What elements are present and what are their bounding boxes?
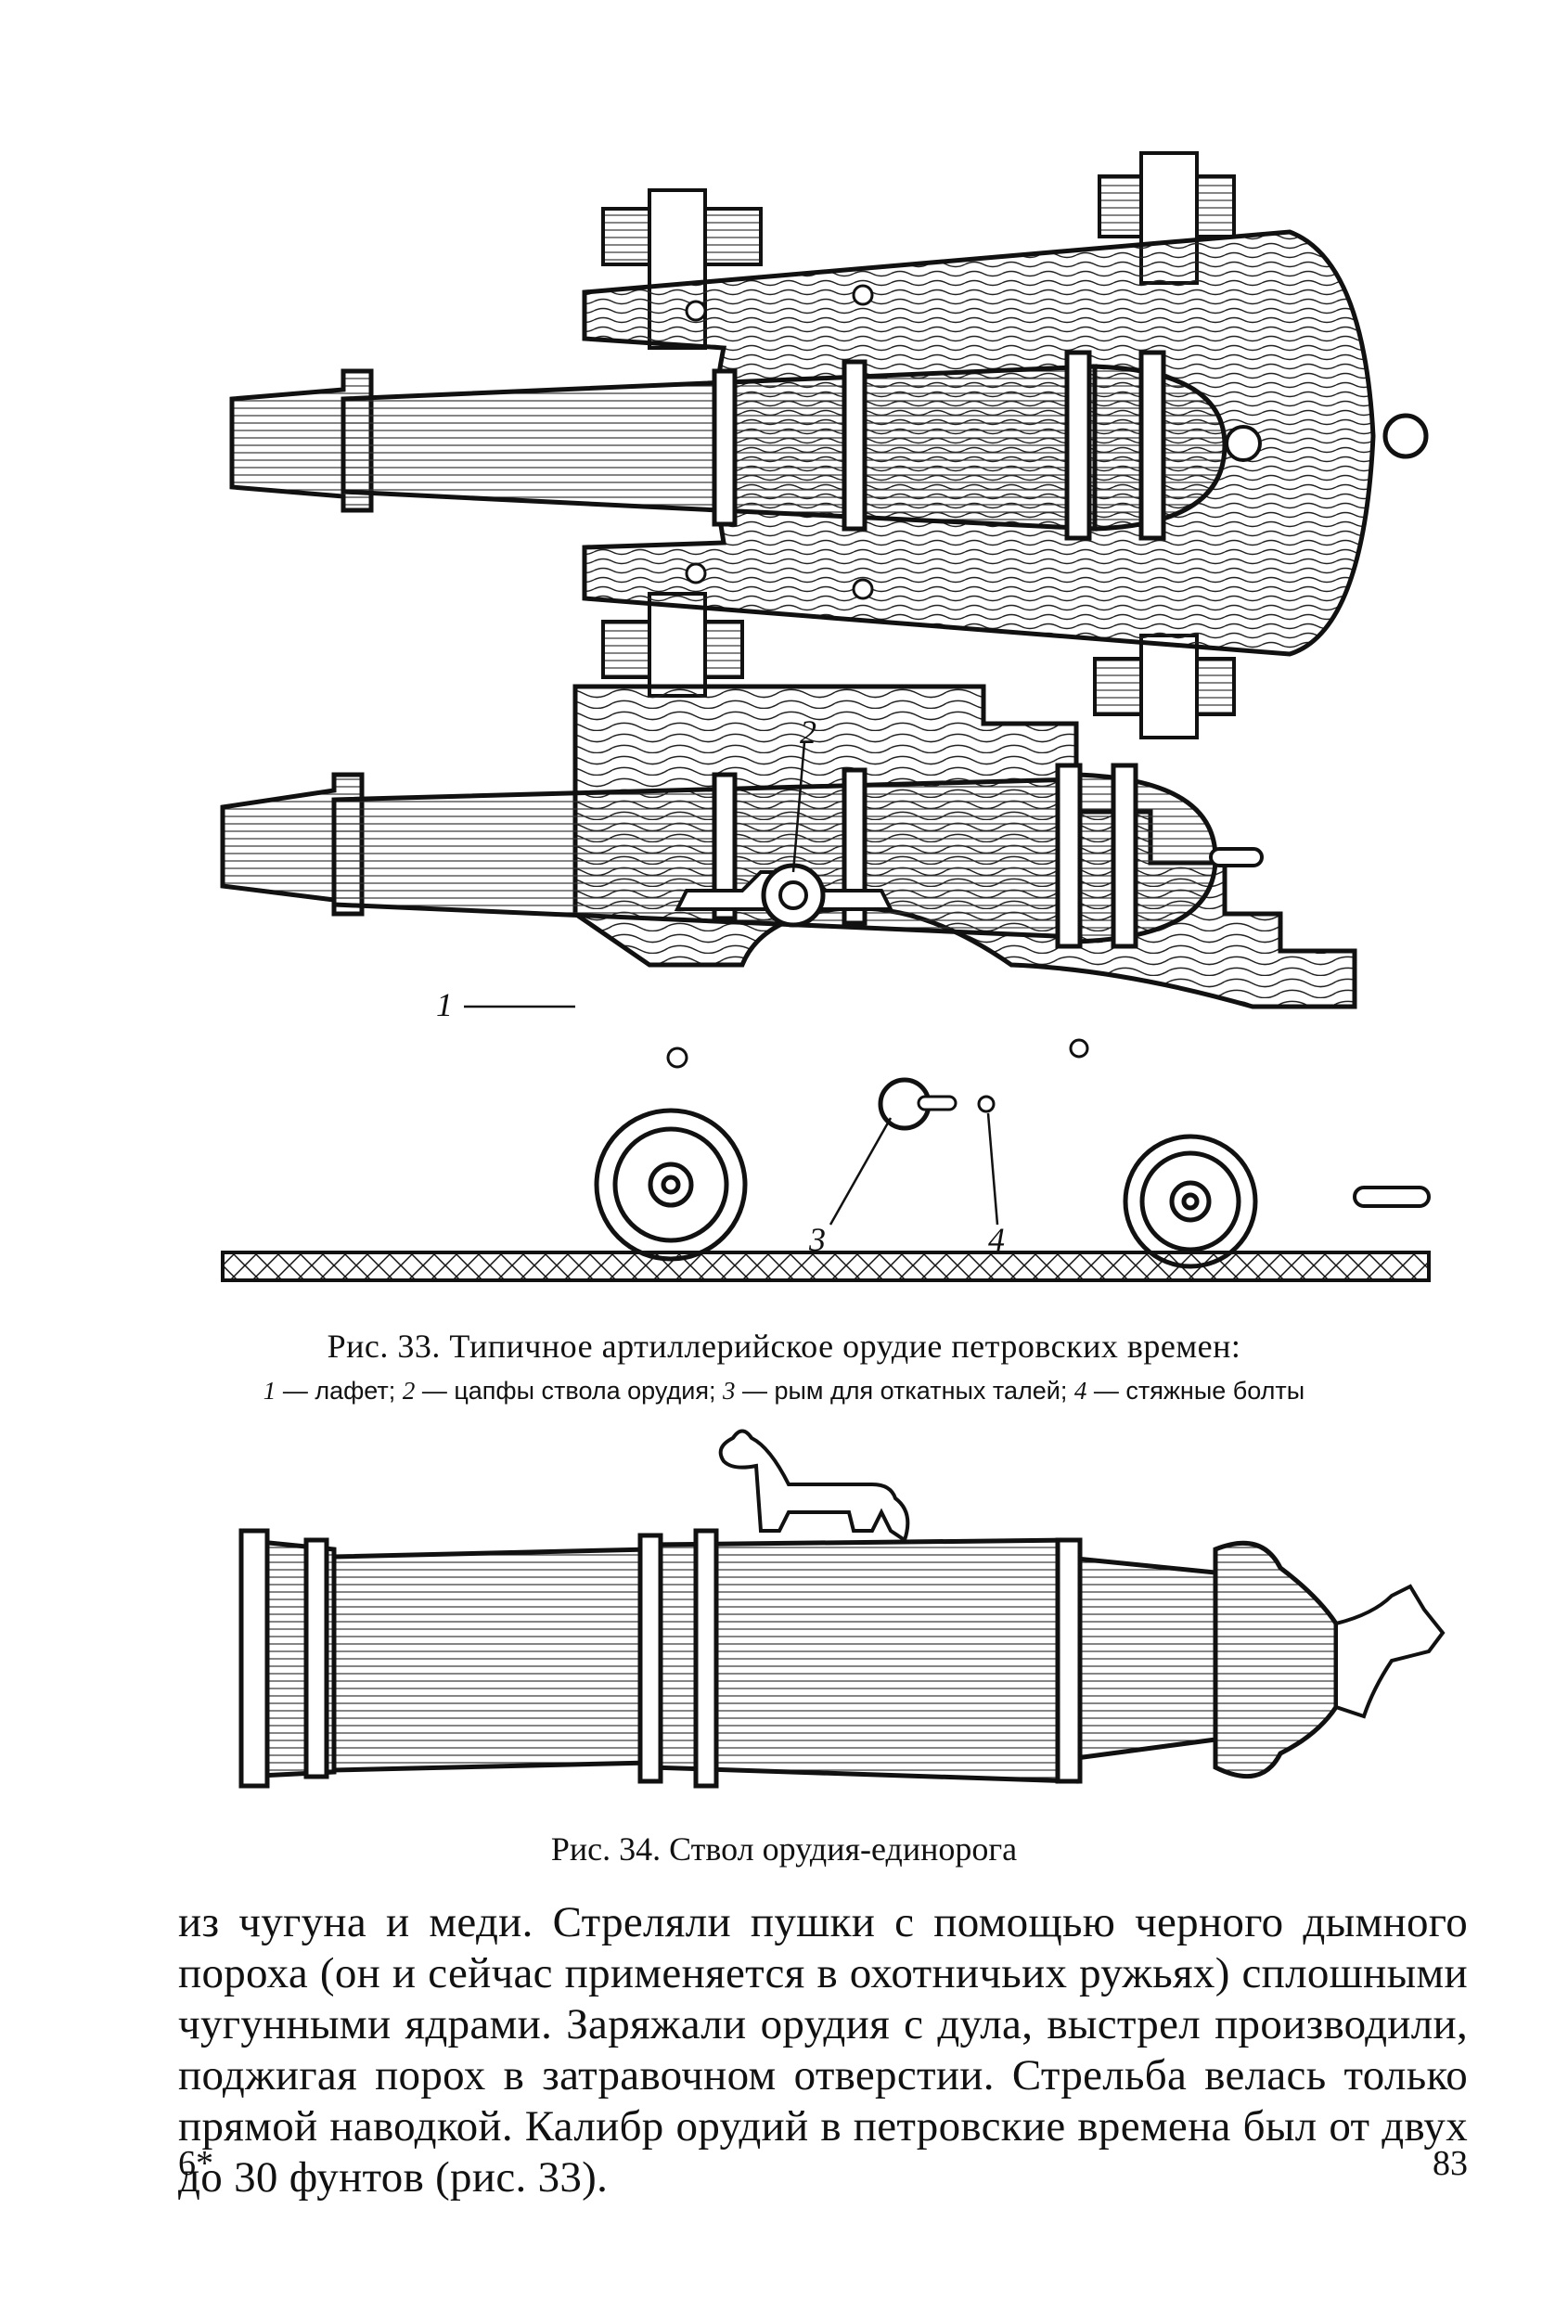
figure-33: 1 2 3 4 xyxy=(0,130,1568,1308)
deck-ground xyxy=(221,1251,1431,1282)
callout-3: 3 xyxy=(809,1221,826,1258)
legend-text-3: — рым для откатных талей; xyxy=(741,1377,1068,1405)
horse-figure xyxy=(718,1429,910,1544)
legend-num-2: 2 xyxy=(402,1377,416,1405)
side-view xyxy=(220,684,1431,1282)
figure-33-legend: 1 — лафет; 2 — цапфы ствола орудия; 3 — … xyxy=(0,1377,1568,1406)
unicorn-head xyxy=(1334,1584,1446,1719)
callout-2: 2 xyxy=(800,713,816,751)
barrel-top xyxy=(229,368,374,513)
top-view xyxy=(229,151,1429,739)
legend-text-2: — цапфы ствола орудия; xyxy=(421,1377,716,1405)
figure-33-caption: Рис. 33. Типичное артиллерийское орудие … xyxy=(327,1328,1241,1365)
legend-num-1: 1 xyxy=(263,1377,276,1405)
figure-34-caption: Рис. 34. Ствол орудия-единорога xyxy=(550,1830,1018,1868)
legend-text-4: — стяжные болты xyxy=(1093,1377,1305,1405)
callout-4: 4 xyxy=(988,1221,1005,1258)
page-number: 83 xyxy=(1433,2144,1468,2183)
legend-num-4: 4 xyxy=(1073,1377,1087,1405)
legend-text-1: — лафет; xyxy=(282,1377,396,1405)
body-text: из чугуна и меди. Стреляли пушки с помощ… xyxy=(178,1898,1468,2202)
wheels-side xyxy=(594,1108,1258,1269)
body-paragraph: из чугуна и меди. Стреляли пушки с помощ… xyxy=(178,1897,1468,2203)
figure-34-drawing xyxy=(238,1429,1446,1789)
callout-1: 1 xyxy=(436,986,453,1023)
figure-33-drawing xyxy=(220,151,1431,1282)
legend-num-3: 3 xyxy=(722,1377,736,1405)
figure-34 xyxy=(0,1410,1568,1837)
signature-mark: 6* xyxy=(178,2144,213,2183)
